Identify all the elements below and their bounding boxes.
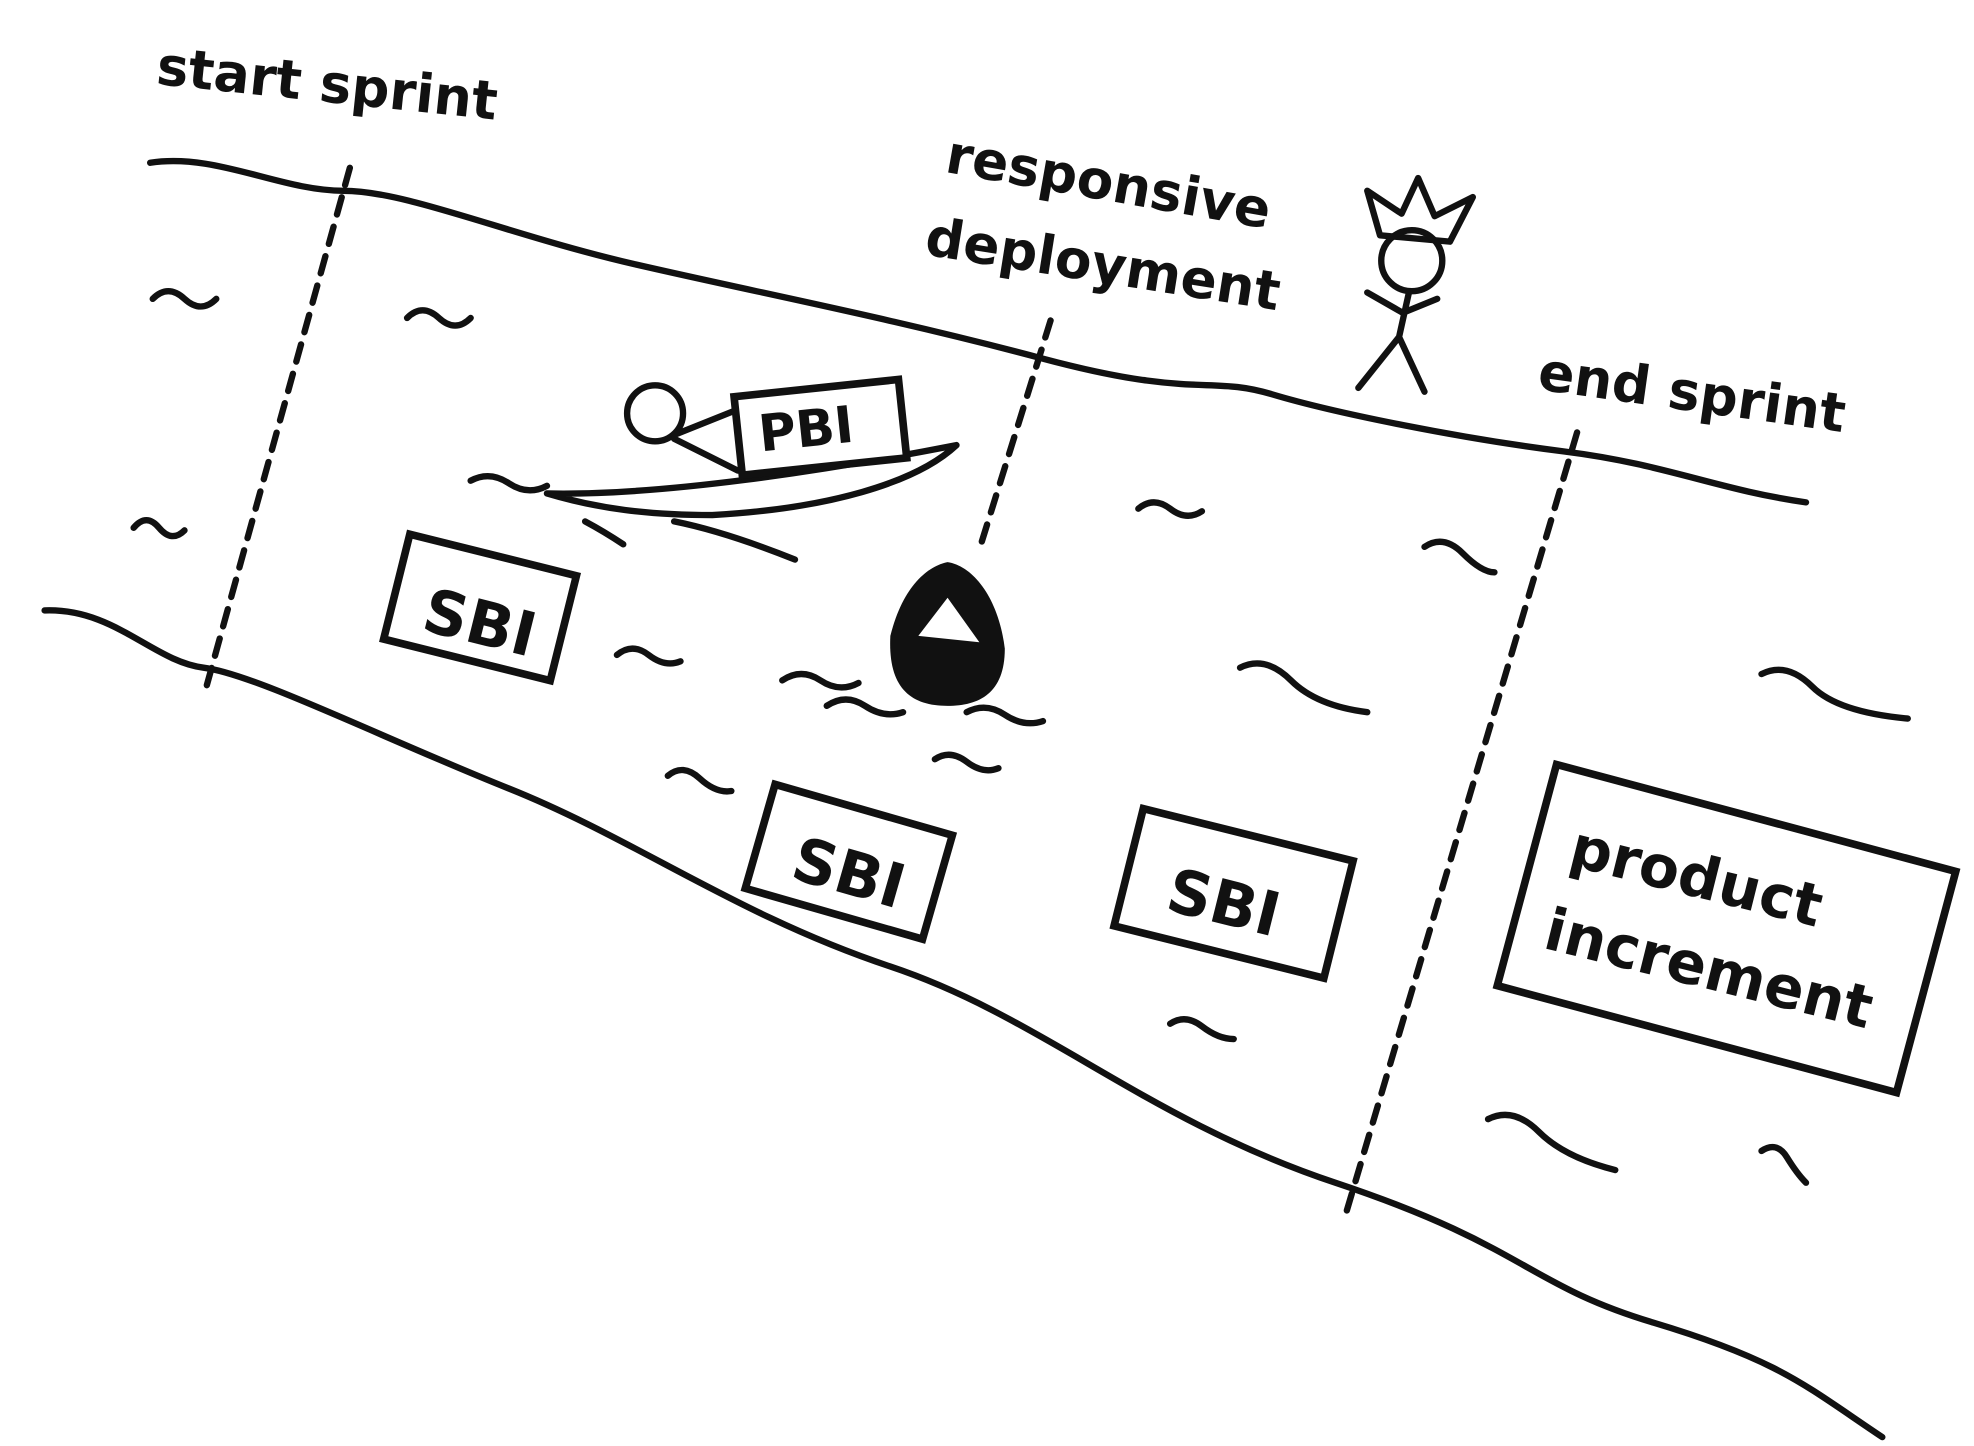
river-bottom-bank	[41, 607, 1886, 1441]
product-owner-figure	[1355, 174, 1476, 395]
water-ripples	[130, 288, 1911, 1186]
sbi-box-1: SBI	[379, 529, 582, 686]
product-increment-box: product increment	[1492, 759, 1961, 1098]
end-sprint-line	[1342, 429, 1581, 1218]
river-top-bank	[146, 157, 1810, 506]
sbi-box-3: SBI	[1109, 804, 1358, 983]
pbi-box-label: PBI	[756, 395, 857, 464]
deployment-line	[976, 317, 1054, 553]
boat: PBI	[543, 375, 960, 519]
sbi-box-2: SBI	[740, 779, 958, 944]
start-sprint-label: start sprint	[154, 34, 501, 132]
start-sprint-line	[200, 164, 354, 701]
buoy-icon	[890, 562, 1005, 706]
end-sprint-label: end sprint	[1535, 340, 1850, 445]
